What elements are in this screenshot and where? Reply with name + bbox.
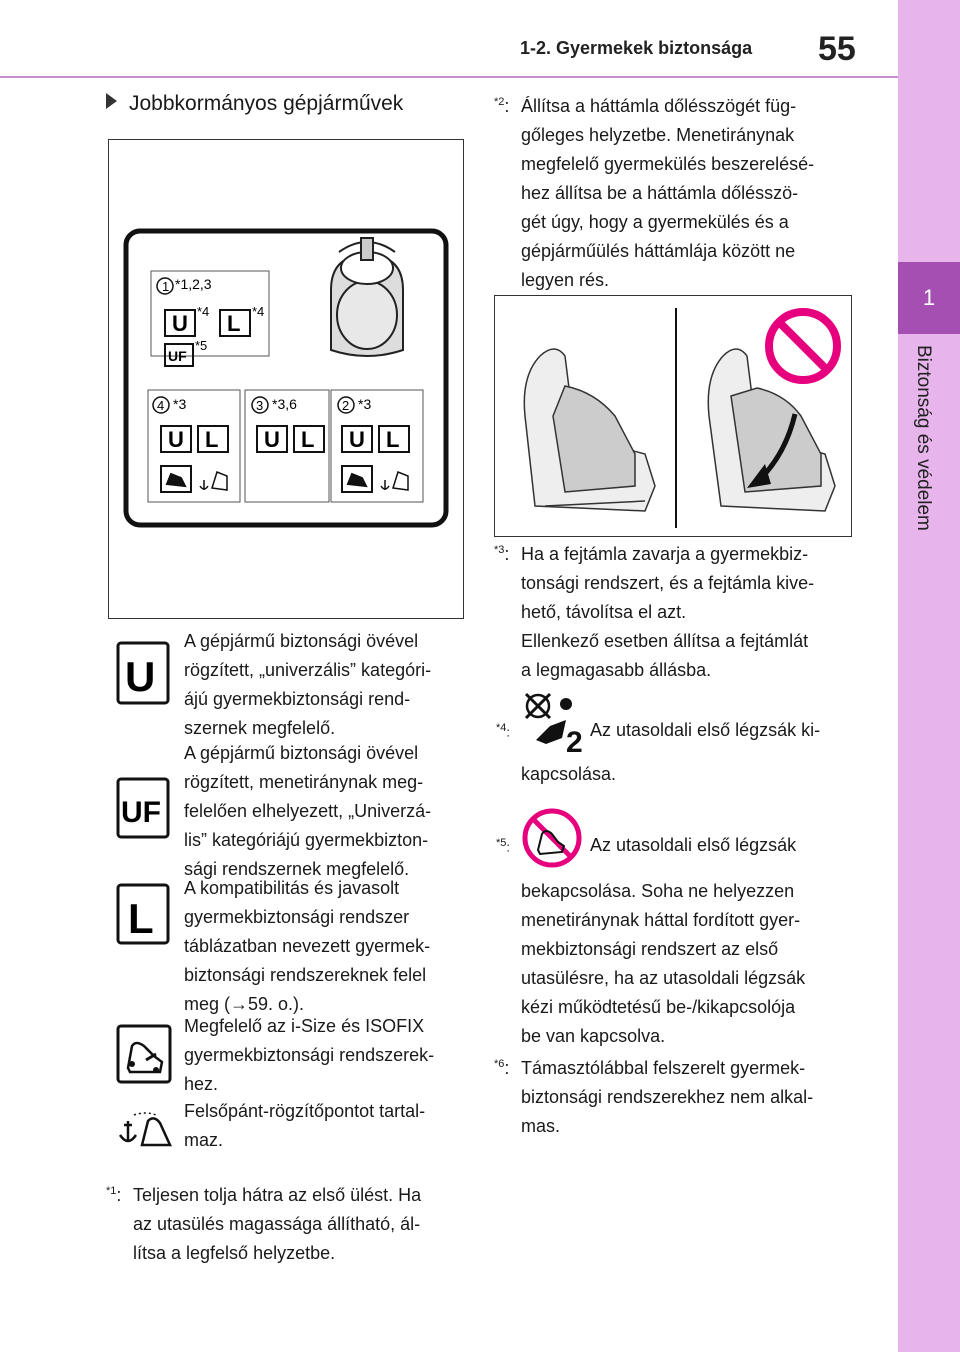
note-key: *4 (496, 722, 507, 734)
seat3-note: *3,6 (272, 396, 297, 412)
note-key: *1 (106, 1185, 117, 1197)
prohibition-icon (765, 308, 841, 384)
subheading: Jobbkormányos gépjárművek (106, 92, 403, 116)
car-seat-incorrect-illustration (707, 348, 836, 512)
isize-isofix-icon (116, 1024, 172, 1084)
legend-line: táblázatban nevezett gyermek- (184, 936, 431, 956)
top-tether-icon (199, 471, 409, 491)
seat1-notes: *1,2,3 (175, 276, 212, 292)
seat1-u-icon: U (172, 311, 188, 336)
footnote-6: *6:Támasztólábbal felszerelt gyermek- bi… (494, 1058, 814, 1136)
seat1-l-icon: L (227, 311, 240, 336)
airbag-on-prohibited-icon (522, 808, 582, 868)
svg-text:U: U (125, 653, 155, 700)
footnote-5-body: bekapcsolása. Soha ne helyezzen menetirá… (521, 881, 806, 1046)
footnote-3: *3:Ha a fejtámla zavarja a gyermekbiz- t… (494, 544, 815, 680)
page-number: 55 (818, 30, 856, 68)
footnote-4: *4: (496, 722, 511, 740)
seat2-l-icon: L (386, 427, 399, 452)
seatback-angle-illustration (523, 308, 841, 528)
seat4-number: 4 (157, 398, 164, 413)
note-key: *5 (496, 837, 507, 849)
legend-line: lis” kategóriájú gyermekbizton- (184, 830, 429, 850)
isofix-icon (160, 465, 373, 493)
legend-line: A gépjármű biztonsági övével (184, 743, 419, 763)
legend-line: felelően elhelyezett, „Univerzá- (184, 801, 432, 821)
seat4-note: *3 (173, 396, 186, 412)
legend-line: Felsőpánt-rögzítőpontot tartal- (184, 1101, 426, 1121)
u-icon: U (116, 641, 170, 705)
seat2-u-icon: U (349, 427, 365, 452)
side-tab (898, 0, 960, 1352)
seatback-angle-figure (494, 295, 852, 537)
seat1-uf-note: *5 (195, 338, 207, 353)
uf-icon: UF (116, 777, 170, 839)
seat2-note: *3 (358, 396, 371, 412)
subheading-text: Jobbkormányos gépjárművek (129, 92, 404, 115)
seat1-number: 1 (162, 279, 169, 294)
seat1-uf-icon: UF (168, 348, 187, 364)
legend-line: gyermekbiztonsági rendszerek- (184, 1045, 435, 1065)
seat3-l-icon: L (301, 427, 314, 452)
seat3-number: 3 (256, 398, 263, 413)
legend-line: sági rendszernek megfelelő. (184, 859, 410, 879)
legend-line: Megfelelő az i-Size és ISOFIX (184, 1016, 425, 1036)
bullet-triangle-icon (106, 93, 117, 109)
footnote-2: *2:Állítsa a háttámla dőlésszögét füg- g… (494, 96, 815, 290)
legend-line: szernek megfelelő. (184, 718, 336, 738)
seat-layout-diagram: 1 *1,2,3 U *4 L *4 UF *5 4 *3 3 *3,6 2 *… (123, 228, 449, 528)
legend-line: rögzített, menetiránynak meg- (184, 772, 424, 792)
chapter-label: Biztonság és védelem (913, 345, 934, 531)
note-key: *2 (494, 96, 505, 108)
legend-line: ájú gyermekbiztonsági rend- (184, 689, 411, 709)
svg-text:2: 2 (566, 726, 583, 754)
section-title: 1-2. Gyermekek biztonsága (520, 38, 753, 58)
airbag-off-icon: 2 (524, 692, 583, 754)
l-icon: L (116, 883, 170, 945)
car-seat-correct-illustration (523, 348, 656, 512)
driver-silhouette-icon (304, 237, 430, 362)
footnote-5: *5: (496, 837, 511, 855)
header-rule (0, 76, 898, 78)
svg-text:UF: UF (121, 796, 161, 829)
footnote-4-cont: kapcsolása. (521, 764, 617, 784)
legend-line: gyermekbiztonsági rendszer (184, 907, 410, 927)
legend-line: rögzített, „univerzális” kategóri- (184, 660, 432, 680)
svg-text:L: L (128, 895, 154, 942)
seat1-u-note: *4 (197, 304, 209, 319)
legend-line: A gépjármű biztonsági övével (184, 631, 419, 651)
seat4-l-icon: L (205, 427, 218, 452)
note-key: *3 (494, 544, 505, 556)
legend-line: A kompatibilitás és javasolt (184, 878, 400, 898)
footnote-4-text: Az utasoldali első légzsák ki- (590, 720, 821, 740)
seat2-number: 2 (342, 398, 349, 413)
footnote-1: *1:Teljesen tolja hátra az első ülést. H… (106, 1185, 422, 1263)
seat3-u-icon: U (264, 427, 280, 452)
legend-line: hez. (184, 1074, 219, 1094)
legend-line: maz. (184, 1130, 224, 1150)
chapter-number: 1 (898, 262, 960, 334)
seat1-l-note: *4 (252, 304, 264, 319)
note-key: *6 (494, 1058, 505, 1070)
legend-line: meg (→59. o.). (184, 994, 305, 1014)
footnote-5-text: Az utasoldali első légzsák (590, 835, 797, 855)
seat-layout-figure: 1 *1,2,3 U *4 L *4 UF *5 4 *3 3 *3,6 2 *… (108, 139, 464, 619)
seat4-u-icon: U (168, 427, 184, 452)
top-tether-anchor-icon (118, 1112, 172, 1147)
legend-line: biztonsági rendszereknek felel (184, 965, 427, 985)
